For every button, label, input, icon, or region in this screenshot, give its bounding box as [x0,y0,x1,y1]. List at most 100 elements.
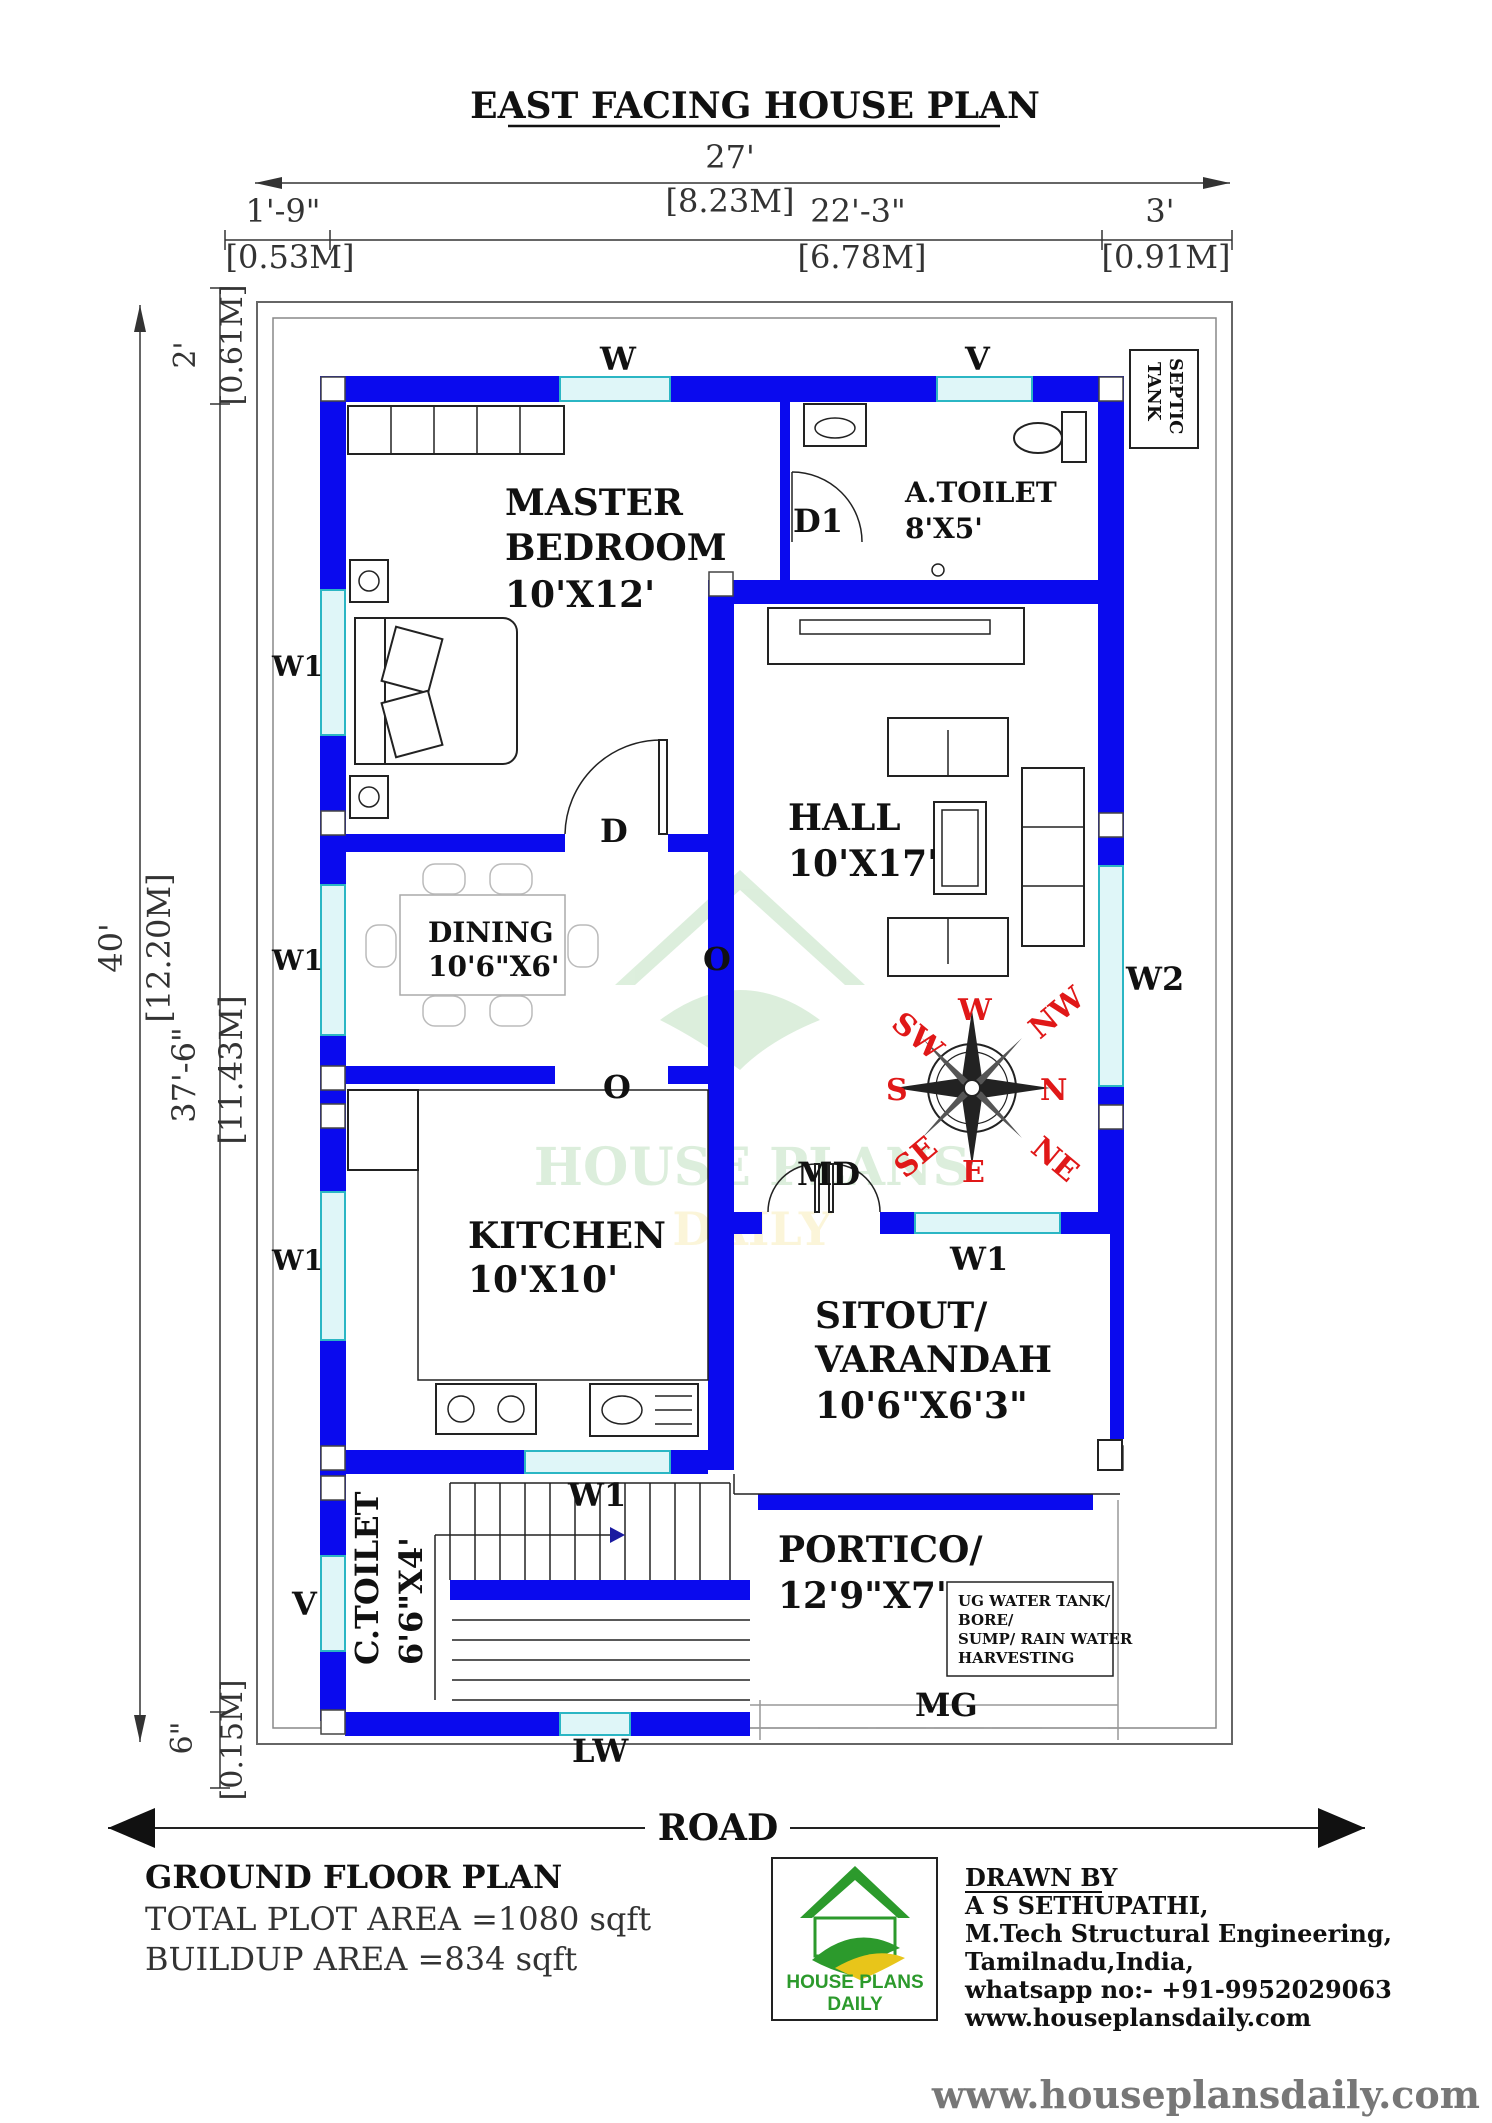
bedroom-label-3: 10'X12' [505,574,655,616]
footer-summary: GROUND FLOOR PLAN TOTAL PLOT AREA =1080 … [145,1858,651,1978]
septic-label-1: SEPTIC [1165,358,1186,434]
author-whatsapp: whatsapp no:- +91-9952029063 [964,1975,1392,2004]
septic-tank [1129,349,1199,449]
label-v-top: V [964,340,991,378]
sitout-label-3: 10'6"X6'3" [815,1385,1028,1427]
site-url: www.houseplansdaily.com [931,2072,1480,2117]
label-d: D [600,812,628,850]
hall-label-1: HALL [788,797,901,839]
logo-roof-icon [800,1866,910,1918]
bedroom-label-1: MASTER [505,482,684,524]
dim-right-margin-ft: 3' [1145,192,1174,230]
buildup-area-text: BUILDUP AREA =834 sqft [145,1940,577,1978]
ug-tank-line1: UG WATER TANK/ [958,1592,1111,1610]
dim-top-margin-m: [0.61M] [215,285,250,406]
portico-label-1: PORTICO/ [778,1529,983,1571]
dim-top-margin-ft: 2' [168,341,203,368]
dim-total-width-m: [8.23M] [666,182,795,220]
label-w1-kitchen: W1 [271,1244,323,1277]
logo-swoosh-icon [835,1953,905,1980]
kitchen-fixtures [347,1089,709,1437]
compass-s: S [886,1073,908,1108]
label-lw: LW [572,1732,629,1770]
hall-label-2: 10'X17' [788,843,938,885]
c-toilet-label-1: C.TOILET [348,1491,386,1665]
sitout-label-1: SITOUT/ [815,1295,988,1337]
left-dimensions: 2' [0.61M] 40' [12.20M] 37'-6" [11.43M] … [92,285,250,1801]
ug-tank-line3: SUMP/ RAIN WATER [958,1630,1133,1648]
sitout-portico-lines [733,1439,1123,1740]
portico-label-2: 12'9"X7' [778,1575,947,1617]
bedroom-door [564,739,668,835]
sitout-label-2: VARANDAH [814,1339,1052,1381]
label-v-toilet: V [291,1585,318,1623]
label-o-dining: O [703,940,731,978]
ug-tank-line4: HARVESTING [958,1649,1074,1667]
logo-text-1: HOUSE PLANS [786,1972,923,1993]
label-o-kitchen: O [603,1068,631,1106]
author-name: A S SETHUPATHI, [964,1891,1208,1920]
label-w1-dining: W1 [271,944,323,977]
dining-label-2: 10'6"X6' [428,950,559,983]
plot-boundary-outer [256,301,1233,1745]
top-dimensions: 27' [8.23M] 1'-9" [0.53M] 22'-3" [6.78M]… [224,138,1233,276]
windows [320,376,1124,1736]
kitchen-label-2: 10'X10' [468,1259,618,1301]
ground-floor-heading: GROUND FLOOR PLAN [145,1858,562,1896]
dim-total-depth-ft: 40' [92,923,130,973]
road-indicator: ROAD [108,1807,1365,1849]
toilet-fixtures [791,403,1087,577]
logo-box: HOUSE PLANS DAILY [771,1857,938,2021]
compass-w: W [957,993,993,1028]
author-location: Tamilnadu,India, [965,1947,1194,1976]
label-w1-stair: W1 [567,1476,626,1514]
drawn-by-block: DRAWN BY A S SETHUPATHI, M.Tech Structur… [964,1863,1392,2032]
logo-text-2: DAILY [827,1994,883,2015]
bedroom-furniture [347,405,565,819]
dim-inner-depth-m: [11.43M] [212,995,250,1144]
dim-bottom-margin-m: [0.15M] [215,1680,250,1801]
compass-e: E [962,1155,985,1190]
dim-left-margin-ft: 1'-9" [245,192,320,230]
label-mg: MG [915,1686,978,1724]
dim-left-margin-m: [0.53M] [226,238,355,276]
dining-table [365,863,599,1027]
ug-water-tank [946,1581,1114,1677]
plot-area-text: TOTAL PLOT AREA =1080 sqft [145,1900,651,1938]
dim-inner-width-m: [6.78M] [798,238,927,276]
compass-n: N [1040,1073,1067,1108]
plan-title: EAST FACING HOUSE PLAN [470,85,1040,127]
dim-total-depth-m: [12.20M] [140,873,178,1022]
dim-inner-width-ft: 22'-3" [810,192,905,230]
bedroom-label-2: BEDROOM [505,527,727,569]
a-toilet-label-2: 8'X5' [905,512,983,545]
dim-right-margin-m: [0.91M] [1102,238,1231,276]
author-qualification: M.Tech Structural Engineering, [965,1919,1392,1948]
drawn-by-heading: DRAWN BY [965,1863,1118,1892]
ug-tank-line2: BORE/ [958,1611,1014,1629]
dim-total-width-ft: 27' [705,138,755,176]
dim-inner-depth-ft: 37'-6" [165,1027,203,1122]
main-door [767,1163,881,1213]
dim-bottom-margin-ft: 6" [165,1722,200,1755]
label-w1-bedroom: W1 [271,650,323,683]
dining-label-1: DINING [428,916,554,949]
label-w1-hall: W1 [949,1240,1008,1278]
label-w-top: W [599,340,637,378]
room-labels: MASTER BEDROOM 10'X12' A.TOILET 8'X5' HA… [348,476,1057,1665]
label-w2: W2 [1125,960,1184,998]
staircase [434,1482,750,1701]
septic-label-2: TANK [1143,362,1164,422]
author-website: www.houseplansdaily.com [964,2003,1311,2032]
hall-furniture [767,607,1085,977]
watermark-line1: HOUSE PLANS [534,1137,970,1198]
kitchen-label-1: KITCHEN [468,1215,666,1257]
c-toilet-label-2: 6'6"X4' [392,1537,430,1665]
road-label: ROAD [658,1807,778,1849]
label-d1: D1 [793,502,843,540]
opening-labels: W V D1 D W1 W1 W1 W1 W1 W2 O O MD V LW M… [271,340,1184,1770]
a-toilet-label-1: A.TOILET [904,476,1057,509]
logo-leaf-icon [812,1937,900,1975]
label-md: MD [797,1155,860,1193]
